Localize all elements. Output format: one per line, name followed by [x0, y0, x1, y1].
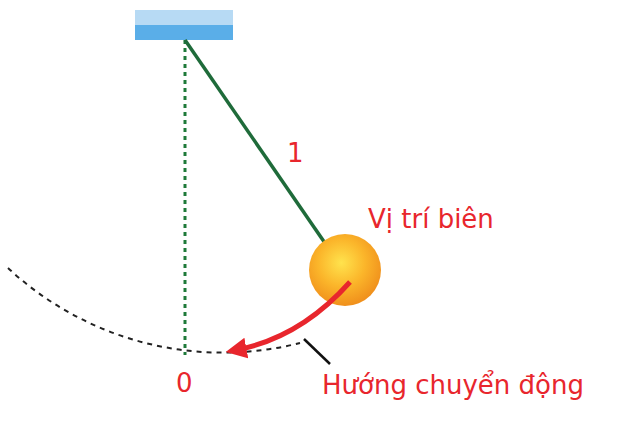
ceiling-top: [135, 10, 233, 25]
ceiling: [135, 25, 233, 40]
swing-arc: [8, 268, 300, 353]
motion-arrow: [236, 282, 350, 350]
string-number: 1: [287, 140, 304, 166]
equilibrium-number: 0: [176, 370, 193, 396]
equilibrium-line: [184, 40, 187, 355]
direction-label: Hướng chuyển động: [322, 372, 584, 398]
pendulum-bob: [309, 234, 381, 306]
amplitude-label: Vị trí biên: [368, 206, 494, 232]
pendulum-string: [185, 40, 327, 246]
leader-line: [304, 339, 330, 364]
